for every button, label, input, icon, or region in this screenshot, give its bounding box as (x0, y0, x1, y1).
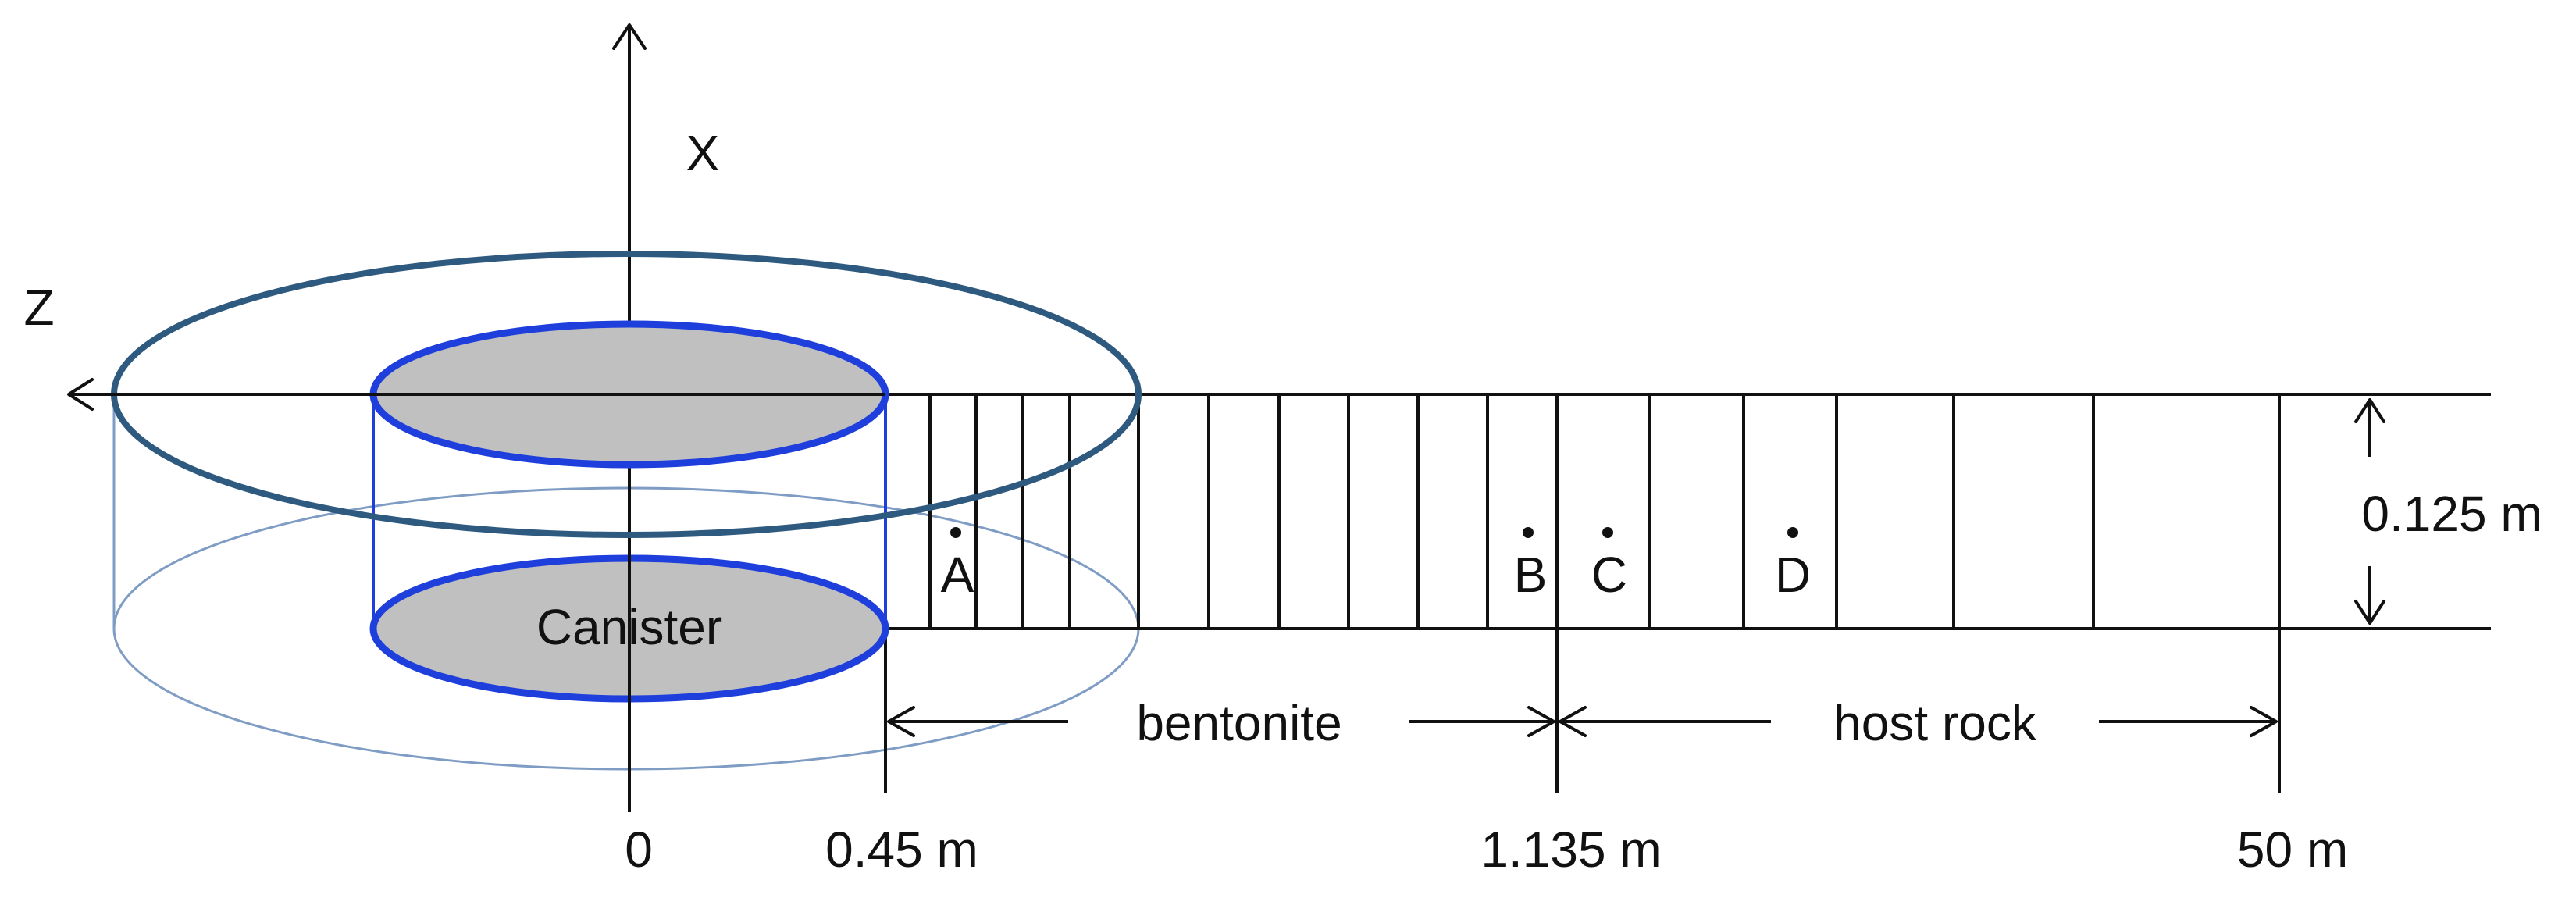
point-d: D (1775, 527, 1811, 603)
bentonite-right-arrow-icon (1527, 706, 1555, 737)
host-rock-label: host rock (1833, 695, 2037, 751)
radius-origin-label: 0 (625, 821, 653, 878)
radius-canister-label: 0.45 m (825, 821, 978, 878)
point-a-label: A (941, 547, 974, 603)
radius-outer-label: 50 m (2237, 821, 2348, 878)
point-d-label: D (1775, 547, 1811, 603)
radius-bentonite-label: 1.135 m (1480, 821, 1661, 878)
z-axis-arrow-icon (67, 378, 94, 411)
domain-lower-ellipse (112, 486, 1140, 771)
point-c: C (1591, 527, 1627, 603)
point-b: B (1514, 527, 1548, 603)
point-b-marker (1523, 527, 1534, 538)
point-c-marker (1602, 527, 1613, 538)
point-b-label: B (1514, 547, 1548, 603)
x-axis-label: X (686, 125, 720, 181)
host-rock-dimension: host rock (1559, 695, 2278, 751)
thickness-up-arrow-icon (2354, 398, 2385, 423)
thickness-dimension: 0.125 m (2354, 398, 2542, 625)
point-a-marker (950, 527, 961, 538)
thickness-label: 0.125 m (2361, 486, 2542, 542)
point-a: A (941, 527, 974, 603)
bentonite-dimension: bentonite (887, 695, 1555, 751)
x-axis-arrow-icon (612, 23, 647, 50)
z-axis-label: Z (23, 280, 54, 336)
point-c-label: C (1591, 547, 1627, 603)
bentonite-left-arrow-icon (887, 706, 915, 737)
host-rock-right-arrow-icon (2250, 706, 2278, 737)
host-rock-left-arrow-icon (1559, 706, 1587, 737)
canister-label: Canister (536, 599, 722, 655)
bentonite-label: bentonite (1136, 695, 1341, 751)
point-d-marker (1787, 527, 1798, 538)
thickness-down-arrow-icon (2354, 600, 2385, 625)
